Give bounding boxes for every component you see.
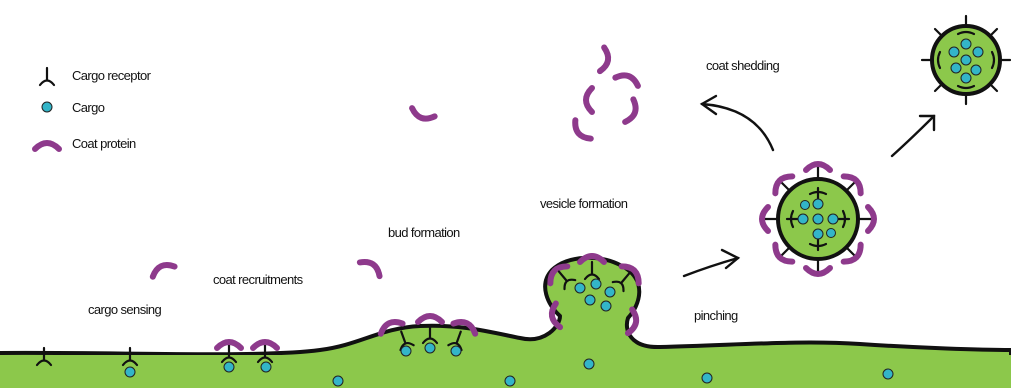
arrow-pinching [684,258,738,276]
label-coat-recruitments: coat recruitments [213,272,303,287]
uncoated-vesicle [922,16,1010,104]
label-cargo-sensing: cargo sensing [88,302,161,317]
label-bud-formation: bud formation [388,225,460,240]
free-coat-proteins [150,47,640,276]
legend-cargo: Cargo [30,96,210,120]
label-pinching: pinching [694,308,738,323]
coated-vesicle [762,164,874,274]
label-coat-shedding: coat shedding [706,58,779,73]
legend-cargo-label: Cargo [72,100,104,115]
legend-coat: Coat protein [30,132,210,156]
legend-coat-label: Coat protein [72,136,136,151]
legend-receptor-label: Cargo receptor [72,68,150,83]
arrow-release [892,116,934,156]
legend-receptor: Cargo receptor [30,64,210,88]
label-vesicle-formation: vesicle formation [540,196,627,211]
